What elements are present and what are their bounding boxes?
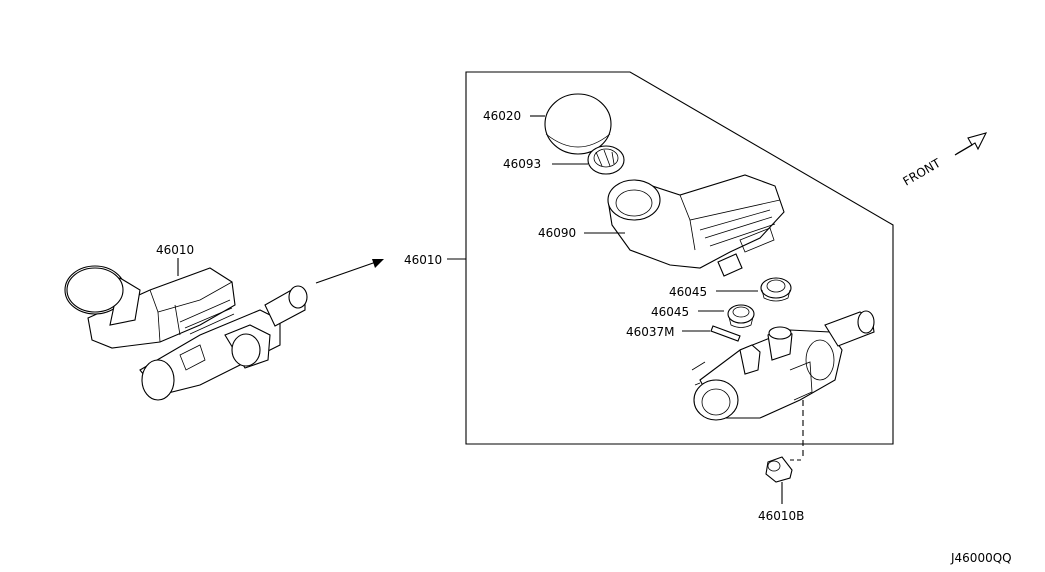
pin-part: 46037M (626, 325, 741, 342)
label-assembly-box: 46010 (404, 253, 442, 267)
label-pin: 46037M (626, 325, 675, 339)
label-reservoir: 46090 (538, 226, 576, 240)
reservoir-cap-part: 46020 (483, 93, 612, 155)
front-arrow-icon (954, 132, 988, 156)
direction-arrow (315, 259, 384, 284)
plug-part: 46010B (758, 456, 804, 523)
grommet-upper-part: 46045 (669, 277, 792, 302)
cap-seal-part: 46093 (503, 145, 625, 175)
label-grommet-upper: 46045 (669, 285, 707, 299)
master-cylinder-body (691, 310, 875, 421)
master-cylinder-assembly-left: 46010 (64, 243, 308, 401)
label-plug: 46010B (758, 509, 804, 523)
front-label: FRONT (901, 156, 944, 189)
diagram-code: J46000QQ (950, 551, 1012, 565)
label-grommet-lower: 46045 (651, 305, 689, 319)
assembly-box-callout: 46010 (404, 253, 466, 267)
front-indicator: FRONT (901, 132, 988, 189)
label-reservoir-cap: 46020 (483, 109, 521, 123)
label-cap-seal: 46093 (503, 157, 541, 171)
grommet-lower-part: 46045 (651, 304, 755, 328)
label-assembly-left: 46010 (156, 243, 194, 257)
exploded-view-frame (465, 71, 894, 445)
reservoir-part: 46090 (538, 174, 785, 277)
